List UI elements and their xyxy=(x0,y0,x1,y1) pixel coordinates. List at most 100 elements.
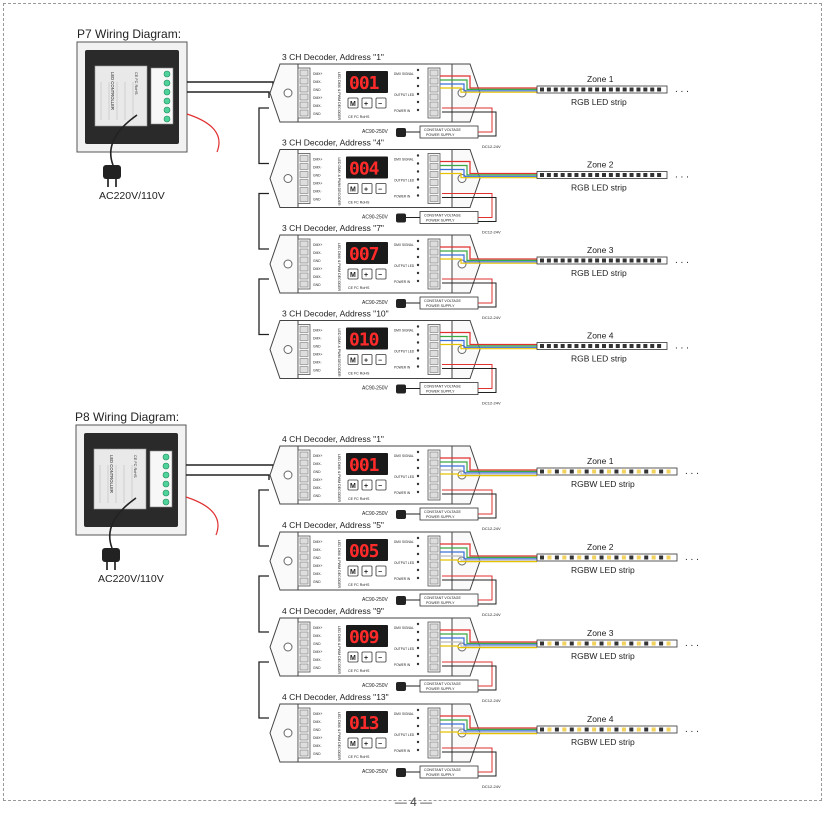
status-dot xyxy=(416,732,420,736)
controller-label-plate xyxy=(93,448,147,510)
psu-label-line1: CONSTANT VOLTAGE xyxy=(424,510,461,514)
strip-label: RGB LED strip xyxy=(571,183,627,193)
output-terminal-screw xyxy=(429,553,439,561)
status-dot xyxy=(416,482,420,486)
output-led-label: OUTPUT LED xyxy=(394,179,415,183)
status-dot xyxy=(416,365,420,368)
address-display xyxy=(346,242,388,264)
status-dot xyxy=(416,708,420,712)
led-chip xyxy=(657,87,662,92)
dmx-pin-label: GND xyxy=(313,369,321,373)
decoder-label: 4 CH Decoder, Address "9" xyxy=(282,606,384,616)
led-chip xyxy=(659,641,664,646)
mount-hole-icon xyxy=(457,88,467,98)
controller-label-certs: CE FC RoHS xyxy=(134,72,138,95)
output-wire xyxy=(440,633,537,644)
led-chip xyxy=(629,344,634,348)
status-dot xyxy=(416,490,420,494)
decoder-side-label: LED DMX & PWM DECODER xyxy=(337,158,341,207)
dmx-signal-label: DMX SIGNAL xyxy=(394,329,414,333)
output-led-label: OUTPUT LED xyxy=(394,647,415,651)
dmx-pin-label: DMX- xyxy=(313,275,322,279)
led-chip xyxy=(650,258,655,263)
psu-dc-wire xyxy=(442,282,497,308)
status-dot xyxy=(416,716,420,720)
strip-label: RGBW LED strip xyxy=(571,565,635,575)
button-label: − xyxy=(378,187,382,194)
led-chip xyxy=(666,469,671,474)
output-led-label: OUTPUT LED xyxy=(394,264,415,268)
dmx-pin-label: DMX- xyxy=(313,251,322,255)
dmx-chain-wire xyxy=(258,278,269,336)
controller-terminal-led xyxy=(163,115,171,123)
address-display xyxy=(346,539,388,561)
dmx-signal-label: DMX SIGNAL xyxy=(394,158,414,162)
button-label: − xyxy=(378,101,382,108)
psu-dc-wire xyxy=(442,489,493,515)
dmx-signal-label: DMX SIGNAL xyxy=(394,712,414,716)
power-in-label: POWER IN xyxy=(394,366,411,370)
dmx-signal-label: DMX SIGNAL xyxy=(394,243,414,247)
output-wire xyxy=(440,160,537,175)
led-chip xyxy=(569,469,574,474)
dmx-terminal-screw xyxy=(299,553,309,561)
output-terminal-screw xyxy=(429,467,439,475)
dmx-pin-label: GND xyxy=(313,198,321,202)
dmx-chain-wire xyxy=(258,107,269,165)
plus-button xyxy=(361,479,373,491)
dmx-pin-label: DMX+ xyxy=(313,329,323,333)
led-chip xyxy=(588,173,593,177)
led-chip xyxy=(588,258,593,263)
led-chip xyxy=(622,173,627,177)
led-chip xyxy=(595,87,600,92)
dmx-terminal-screw xyxy=(299,240,309,248)
psu-output-label: DC12-24V xyxy=(482,401,501,406)
output-terminal-screw xyxy=(429,93,439,101)
led-chip xyxy=(621,641,626,646)
led-chip xyxy=(554,555,559,560)
minus-button xyxy=(375,354,387,365)
status-dot xyxy=(416,646,420,650)
psu-plug-icon xyxy=(396,510,406,519)
psu-output-label: DC12-24V xyxy=(482,526,501,531)
dmx-terminal-screw xyxy=(299,475,309,483)
output-wire xyxy=(440,83,537,92)
decoder-side-label: LED DMX & PWM DECODER xyxy=(337,712,341,761)
led-chip xyxy=(540,344,544,348)
led-chip xyxy=(636,727,641,732)
strip-continuation: . . . xyxy=(685,638,699,649)
strip-label: RGB LED strip xyxy=(571,97,627,107)
psu-input-label: AC90-250V xyxy=(362,597,389,603)
zone-label: Zone 2 xyxy=(587,542,614,552)
psu-plug-icon xyxy=(396,299,406,308)
psu-input-label: AC90-250V xyxy=(362,300,389,306)
led-chip xyxy=(540,727,544,732)
status-dot xyxy=(416,724,420,728)
decoder-certs: CE FC RoHS xyxy=(348,115,370,119)
power-in-label: POWER IN xyxy=(394,280,411,284)
status-dot xyxy=(416,186,420,189)
status-dot xyxy=(416,450,420,454)
power-in-label: POWER IN xyxy=(394,491,411,495)
led-chip xyxy=(569,555,574,560)
controller-terminal-led xyxy=(162,498,170,506)
decoder-label: 4 CH Decoder, Address "5" xyxy=(282,520,384,530)
psu-output-label: DC12-24V xyxy=(482,230,501,235)
status-dot xyxy=(416,349,420,352)
dmx-signal-label: DMX SIGNAL xyxy=(394,540,414,544)
dmx-pin-label: DMX- xyxy=(313,166,322,170)
controller-label-title: LED CONTROLLER xyxy=(110,72,115,110)
psu-dc-wire xyxy=(442,665,497,691)
led-chip xyxy=(540,87,544,92)
dmx-terminal-screw xyxy=(299,256,309,264)
address-display xyxy=(346,625,388,647)
led-chip xyxy=(560,173,565,177)
output-wire xyxy=(440,727,537,733)
dmx-pin-label: DMX+ xyxy=(313,243,323,247)
address-display-digits: 001 xyxy=(349,73,379,94)
psu-input-label: AC90-250V xyxy=(362,129,389,135)
output-terminal-screw xyxy=(429,358,439,365)
address-display-digits: 004 xyxy=(349,159,380,180)
output-wire xyxy=(440,168,537,177)
led-chip xyxy=(547,555,552,560)
